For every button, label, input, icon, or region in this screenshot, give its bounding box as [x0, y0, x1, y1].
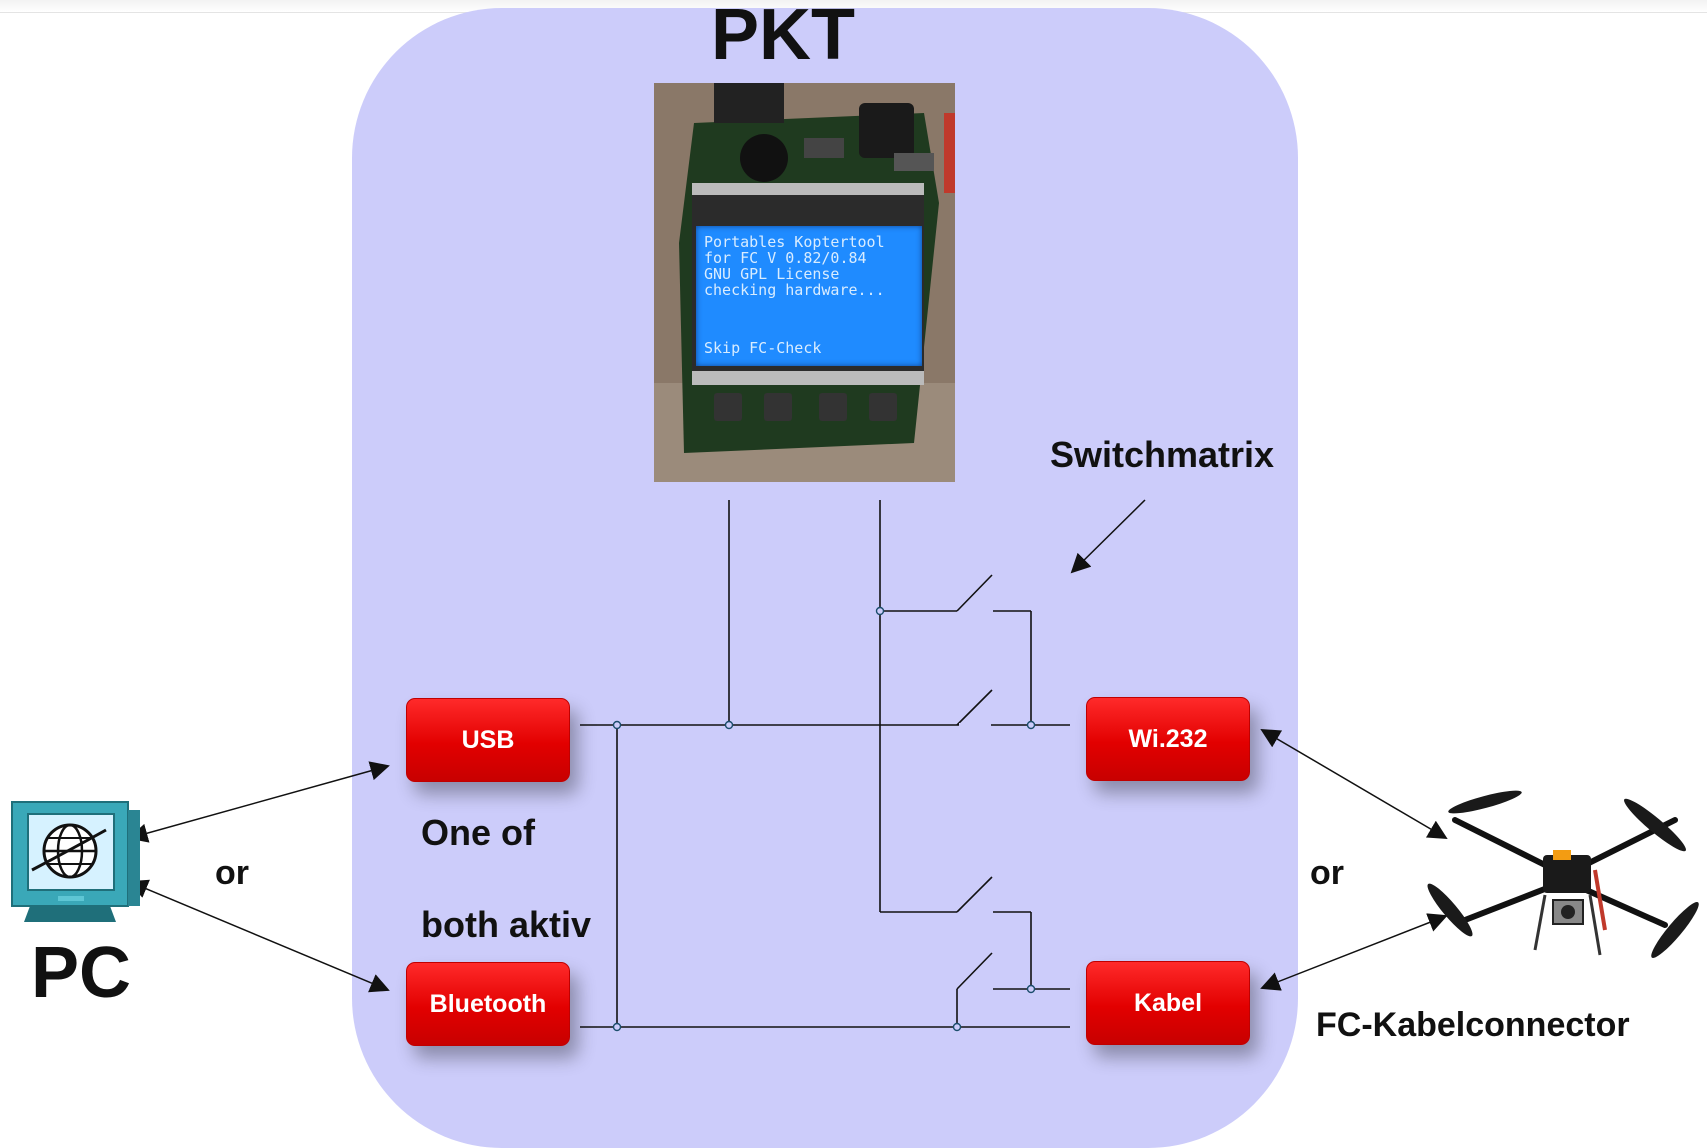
- drone-icon: [1427, 790, 1699, 958]
- junction-dot: [612, 1022, 622, 1032]
- switchmatrix-arrow: [1070, 499, 1146, 574]
- lcd-line-1: Portables Koptertool: [704, 233, 885, 251]
- pkt-device-photo: Portables Koptertool for FC V 0.82/0.84 …: [654, 83, 955, 482]
- switch-4-blade: [956, 952, 993, 990]
- junction-dot: [875, 606, 885, 616]
- lcd-line-4: checking hardware...: [704, 281, 885, 299]
- fc-kabelconnector-label: FC-Kabelconnector: [1316, 1006, 1630, 1044]
- wi232-node: Wi.232: [1086, 697, 1250, 781]
- wiring-diagram: [128, 499, 1448, 1032]
- pc-computer-icon: [11, 801, 140, 922]
- pkt-title: PKT: [711, 0, 855, 75]
- lcd-line-3: GNU GPL License: [704, 265, 840, 283]
- bluetooth-node: Bluetooth: [406, 962, 570, 1046]
- wi232-drone-arrow: [1260, 729, 1448, 839]
- junction-dot: [1026, 720, 1036, 730]
- junction-dot: [1026, 984, 1036, 994]
- lcd-screen: Portables Koptertool for FC V 0.82/0.84 …: [696, 226, 922, 366]
- switchmatrix-label: Switchmatrix: [1050, 434, 1275, 475]
- or-left-label: or: [215, 854, 249, 892]
- kabel-node: Kabel: [1086, 961, 1250, 1045]
- note-line-1: One of: [421, 812, 535, 853]
- switch-1-blade: [956, 574, 993, 612]
- pc-usb-arrow: [128, 761, 390, 843]
- switch-3-blade: [956, 876, 993, 913]
- note-line-2: both aktiv: [421, 904, 592, 945]
- junction-dot: [724, 720, 734, 730]
- junction-dot: [952, 1022, 962, 1032]
- kabel-drone-arrow: [1260, 913, 1448, 991]
- switch-2-blade: [956, 689, 993, 726]
- junction-dot: [612, 720, 622, 730]
- usb-node: USB: [406, 698, 570, 782]
- or-right-label: or: [1310, 854, 1344, 892]
- pc-label: PC: [31, 933, 132, 1013]
- lcd-line-2: for FC V 0.82/0.84: [704, 249, 867, 267]
- pc-bluetooth-arrow: [128, 879, 390, 993]
- lcd-line-5: Skip FC-Check: [704, 339, 822, 357]
